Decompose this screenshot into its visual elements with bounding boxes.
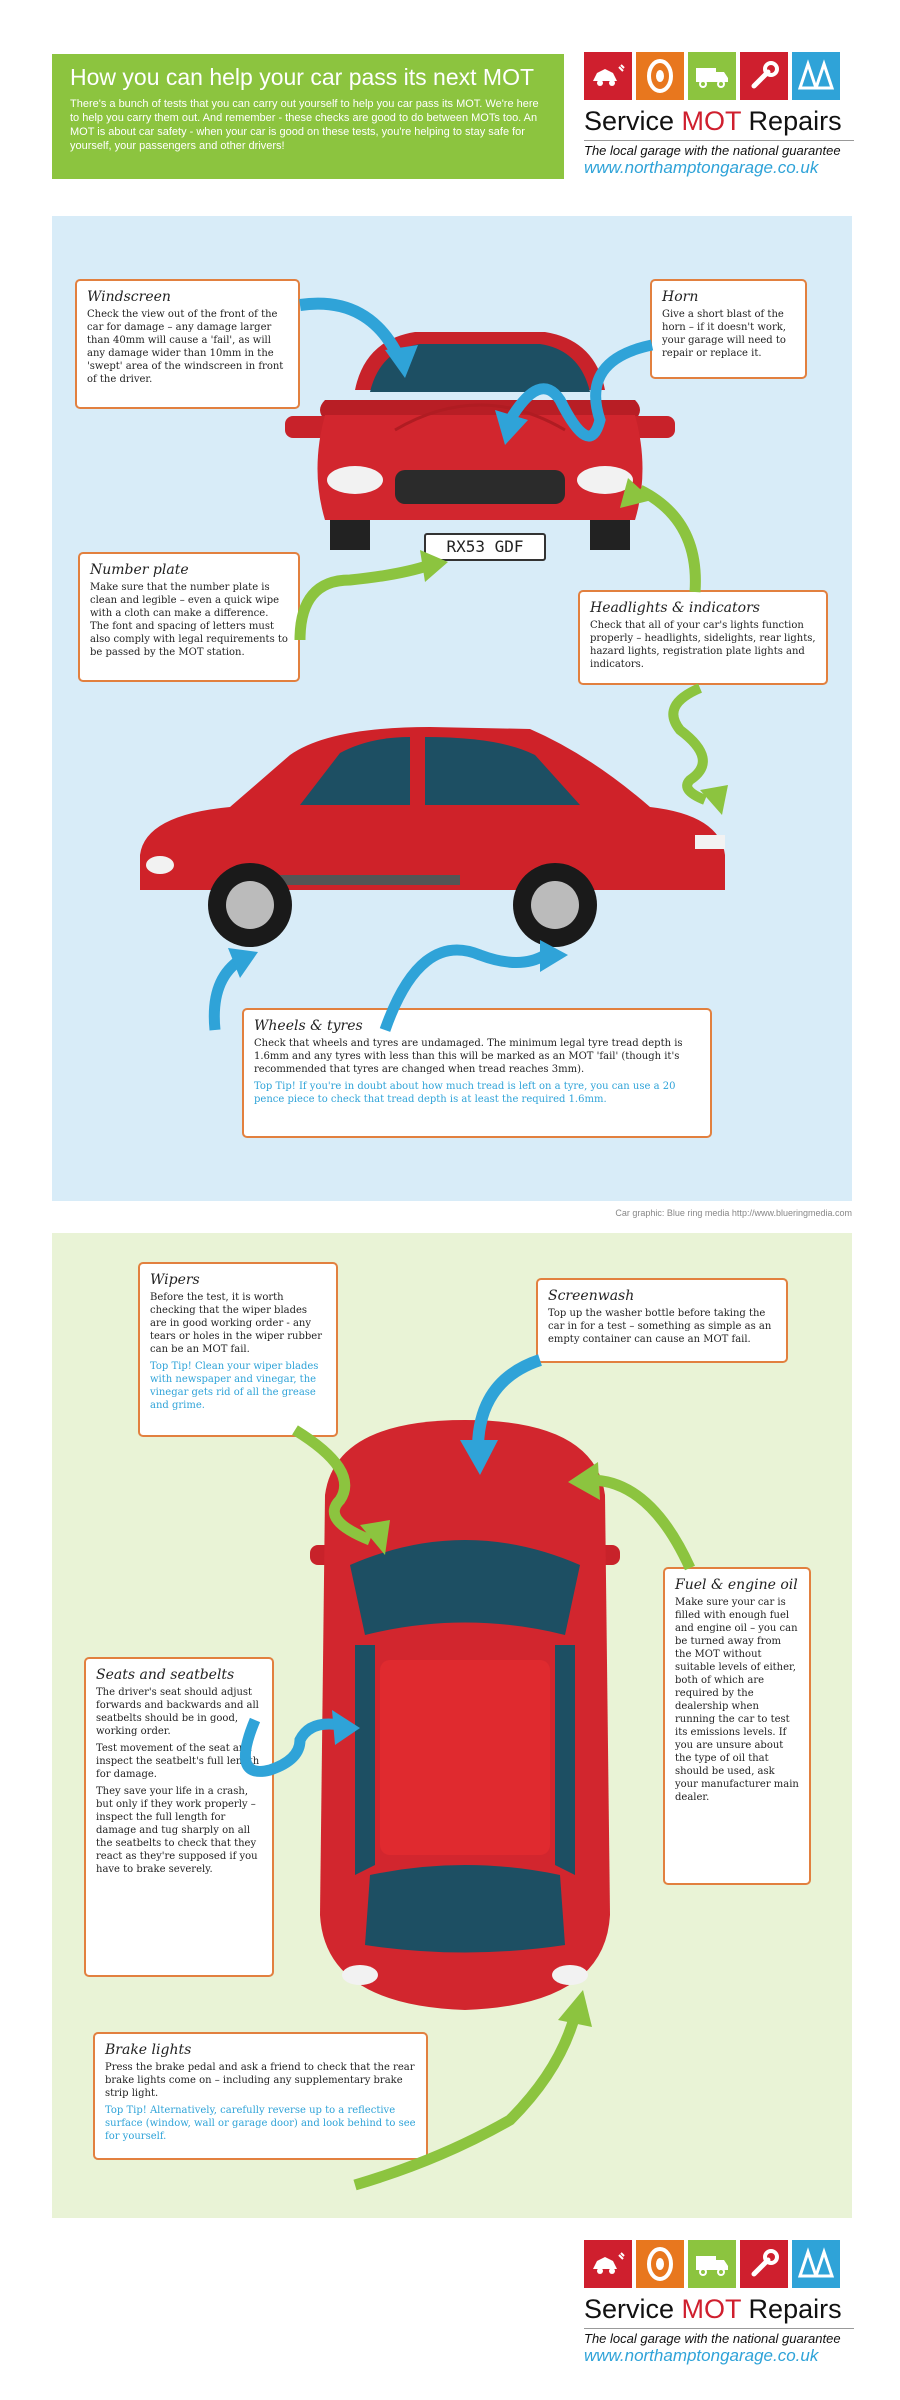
intro-text: There's a bunch of tests that you can ca… [70, 98, 539, 152]
seats-title: Seats and seatbelts [96, 1667, 235, 1683]
wipers-box: Wipers Before the test, it is worth chec… [138, 1262, 338, 1437]
screenwash-box: Screenwash Top up the washer bottle befo… [536, 1278, 788, 1363]
car-front-illustration [285, 332, 675, 550]
headlights-title: Headlights & indicators [590, 600, 760, 616]
logo-icons [584, 52, 854, 100]
screenwash-title: Screenwash [548, 1288, 635, 1304]
brand-tagline: The local garage with the national guara… [584, 140, 854, 158]
mot-triangle-icon [792, 2240, 840, 2288]
logo-top: Service MOT Repairs The local garage wit… [584, 52, 854, 178]
van-icon [688, 52, 736, 100]
fuel-title: Fuel & engine oil [675, 1577, 798, 1593]
seats-body: The driver's seat should adjust forwards… [96, 1687, 259, 1737]
car-side-illustration [140, 727, 725, 947]
windscreen-arrow [299, 297, 418, 378]
wheels-box: Wheels & tyres Check that wheels and tyr… [242, 1008, 712, 1138]
page-title: How you can help your car pass its next … [70, 64, 535, 90]
intro-banner: How you can help your car pass its next … [52, 54, 564, 179]
windscreen-box: Windscreen Check the view out of the fro… [75, 279, 300, 409]
wheels-tip: Top Tip! If you're in doubt about how mu… [254, 1081, 676, 1105]
number-plate-box: Number plate Make sure that the number p… [78, 552, 300, 682]
horn-arrow [495, 339, 654, 445]
screenwash-body: Top up the washer bottle before taking t… [548, 1308, 772, 1345]
wrench-icon [740, 2240, 788, 2288]
brake-lights-tip: Top Tip! Alternatively, carefully revers… [105, 2105, 416, 2142]
windscreen-title: Windscreen [87, 289, 171, 305]
number-plate-title: Number plate [90, 562, 189, 578]
tyre-icon [636, 2240, 684, 2288]
horn-body: Give a short blast of the horn – if it d… [662, 309, 786, 359]
brand-tagline-bottom: The local garage with the national guara… [584, 2328, 854, 2346]
car-top-illustration [310, 1420, 620, 2010]
wipers-body: Before the test, it is worth checking th… [150, 1292, 322, 1355]
brand-name-bottom: Service MOT Repairs [584, 2294, 842, 2324]
car-crash-icon [584, 52, 632, 100]
wheels-arrow-right [379, 940, 568, 1032]
windscreen-body: Check the view out of the front of the c… [87, 309, 284, 385]
seats-body-3: They save your life in a crash, but only… [96, 1786, 258, 1875]
number-plate-arrow [294, 550, 448, 641]
wheels-title: Wheels & tyres [254, 1018, 363, 1034]
seats-box: Seats and seatbelts The driver's seat sh… [84, 1657, 274, 1977]
number-plate-body: Make sure that the number plate is clean… [90, 582, 288, 658]
headlights-body: Check that all of your car's lights func… [590, 620, 816, 670]
image-credit: Car graphic: Blue ring media http://www.… [615, 1208, 852, 1218]
wipers-title: Wipers [150, 1272, 200, 1288]
headlights-arrow-rear [668, 683, 728, 815]
headlights-arrow-front [620, 478, 701, 593]
brake-lights-body: Press the brake pedal and ask a friend t… [105, 2062, 415, 2099]
logo-icons-bottom [584, 2240, 854, 2288]
horn-box: Horn Give a short blast of the horn – if… [650, 279, 807, 379]
horn-title: Horn [662, 289, 699, 305]
brake-lights-title: Brake lights [105, 2042, 192, 2058]
fuel-body: Make sure your car is filled with enough… [675, 1597, 799, 1803]
wipers-tip: Top Tip! Clean your wiper blades with ne… [150, 1361, 319, 1411]
logo-bottom: Service MOT Repairs The local garage wit… [584, 2240, 854, 2366]
seats-body-2: Test movement of the seat and inspect th… [96, 1743, 260, 1780]
wheels-arrow-left [208, 948, 258, 1031]
headlights-box: Headlights & indicators Check that all o… [578, 590, 828, 685]
van-icon [688, 2240, 736, 2288]
tyre-icon [636, 52, 684, 100]
brake-lights-box: Brake lights Press the brake pedal and a… [93, 2032, 428, 2160]
wheels-body: Check that wheels and tyres are undamage… [254, 1038, 683, 1075]
car-crash-icon [584, 2240, 632, 2288]
brand-url[interactable]: www.northamptongarage.co.uk [584, 158, 819, 177]
fuel-box: Fuel & engine oil Make sure your car is … [663, 1567, 811, 1885]
number-plate: RX53 GDF [424, 533, 546, 561]
brand-name: Service MOT Repairs [584, 106, 842, 136]
wrench-icon [740, 52, 788, 100]
brand-url-bottom[interactable]: www.northamptongarage.co.uk [584, 2346, 819, 2365]
mot-triangle-icon [792, 52, 840, 100]
